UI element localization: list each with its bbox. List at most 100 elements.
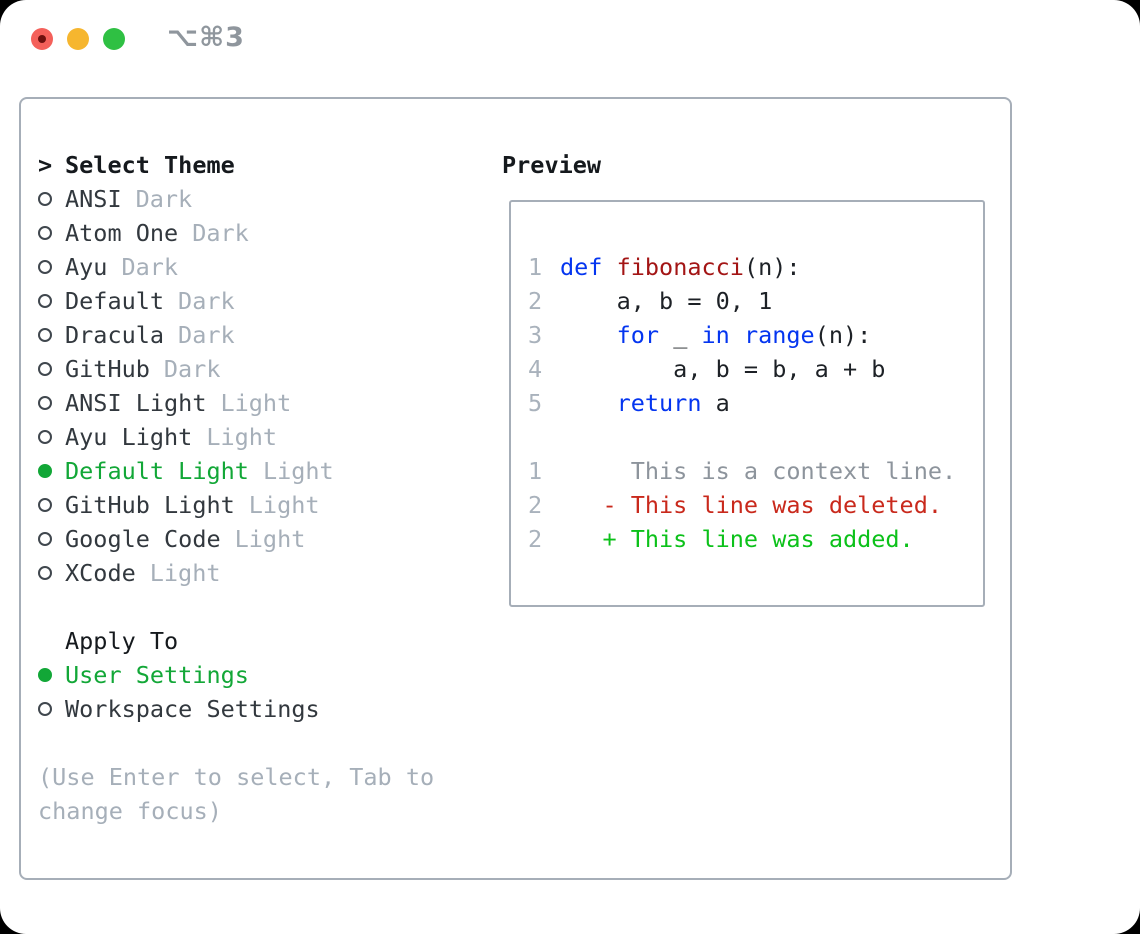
- theme-option-ansi[interactable]: ANSI Dark: [38, 182, 498, 216]
- blank-line: [528, 420, 983, 454]
- code-segment: (n):: [743, 253, 801, 281]
- theme-name-label: Ayu: [65, 253, 108, 281]
- window-shortcut-label: ⌥⌘3: [167, 22, 245, 53]
- close-button[interactable]: [31, 28, 53, 50]
- diff-line: 1 This is a context line.: [528, 454, 983, 488]
- theme-option-google-code[interactable]: Google Code Light: [38, 522, 498, 556]
- radio-icon: [38, 352, 65, 386]
- spacer: [38, 726, 498, 760]
- radio-icon: [38, 216, 65, 250]
- theme-variant-badge: Light: [149, 559, 221, 587]
- close-dot-icon: [38, 35, 46, 43]
- theme-name-label: GitHub Light: [65, 491, 235, 519]
- theme-list-title: Select Theme: [65, 151, 235, 179]
- apply-option-label: Workspace Settings: [65, 695, 320, 723]
- window-titlebar: ⌥⌘3: [0, 0, 1140, 97]
- radio-icon: [38, 692, 65, 726]
- diff-line: 2 + This line was added.: [528, 522, 983, 556]
- radio-icon: [38, 284, 65, 318]
- code-line: 5 return a: [528, 386, 983, 420]
- theme-variant-badge: Dark: [121, 253, 179, 281]
- theme-name-label: Google Code: [65, 525, 221, 553]
- code-segment: This is a context line.: [560, 457, 957, 485]
- theme-variant-badge: Light: [262, 457, 334, 485]
- theme-option-default-light[interactable]: Default Light Light: [38, 454, 498, 488]
- radio-icon: [38, 386, 65, 420]
- theme-variant-badge: Dark: [163, 355, 221, 383]
- theme-option-xcode[interactable]: XCode Light: [38, 556, 498, 590]
- theme-option-default[interactable]: Default Dark: [38, 284, 498, 318]
- radio-icon: [38, 318, 65, 352]
- theme-name-label: Atom One: [65, 219, 179, 247]
- line-number: 5: [528, 389, 543, 417]
- code-segment: [560, 318, 617, 352]
- theme-variant-badge: Dark: [178, 287, 235, 315]
- apply-option-label: User Settings: [65, 661, 249, 689]
- code-segment: a: [701, 389, 730, 417]
- theme-name-label: XCode: [65, 559, 136, 587]
- theme-name-label: Default Light: [65, 457, 249, 485]
- theme-option-atom-one[interactable]: Atom One Dark: [38, 216, 498, 250]
- code-segment: _: [659, 321, 702, 349]
- code-segment: a, b = 0, 1: [560, 287, 773, 315]
- theme-name-label: ANSI: [65, 185, 122, 213]
- line-number: [528, 420, 542, 454]
- theme-list-header-row: > Select Theme: [38, 148, 498, 182]
- spacer: [38, 590, 498, 624]
- theme-option-ayu[interactable]: Ayu Dark: [38, 250, 498, 284]
- radio-icon: [38, 250, 65, 284]
- help-text-line-1: (Use Enter to select, Tab to: [38, 763, 435, 791]
- code-line: 4 a, b = b, a + b: [528, 352, 983, 386]
- theme-option-github-light[interactable]: GitHub Light Light: [38, 488, 498, 522]
- radio-selected-icon: [38, 454, 65, 488]
- code-segment: + This line was added.: [560, 525, 914, 553]
- apply-option-workspace-settings[interactable]: Workspace Settings: [38, 692, 498, 726]
- radio-selected-icon: [38, 658, 65, 692]
- radio-icon: [38, 182, 65, 216]
- code-segment: (n):: [814, 321, 872, 349]
- code-segment: [602, 250, 616, 284]
- theme-option-github[interactable]: GitHub Dark: [38, 352, 498, 386]
- code-segment: for: [616, 321, 660, 349]
- theme-name-label: Ayu Light: [65, 423, 193, 451]
- theme-name-label: Dracula: [65, 321, 165, 349]
- line-number: 2: [528, 525, 543, 553]
- code-segment: [560, 386, 617, 420]
- code-line: 1 def fibonacci(n):: [528, 250, 983, 284]
- code-line: 2 a, b = 0, 1: [528, 284, 983, 318]
- theme-name-label: GitHub: [65, 355, 150, 383]
- theme-variant-badge: Dark: [135, 185, 193, 213]
- theme-variant-badge: Dark: [192, 219, 249, 247]
- line-number: 2: [528, 491, 543, 519]
- selection-prompt-icon: >: [38, 151, 53, 179]
- code-line: 3 for _ in range(n):: [528, 318, 983, 352]
- code-segment: range: [743, 321, 815, 349]
- apply-option-user-settings[interactable]: User Settings: [38, 658, 498, 692]
- help-text-line-2: change focus): [38, 797, 222, 825]
- code-segment: def: [560, 253, 603, 281]
- minimize-button[interactable]: [67, 28, 89, 50]
- code-segment: fibonacci: [616, 253, 744, 281]
- code-segment: a, b = b, a + b: [560, 355, 886, 383]
- line-number: 1: [528, 253, 543, 281]
- code-segment: - This line was deleted.: [560, 491, 943, 519]
- theme-variant-badge: Light: [220, 389, 292, 417]
- radio-icon: [38, 420, 65, 454]
- theme-option-dracula[interactable]: Dracula Dark: [38, 318, 498, 352]
- theme-variant-badge: Dark: [178, 321, 235, 349]
- line-number: 2: [528, 287, 543, 315]
- code-segment: in: [701, 321, 730, 349]
- theme-variant-badge: Light: [248, 491, 320, 519]
- zoom-button[interactable]: [103, 28, 125, 50]
- theme-name-label: Default: [65, 287, 165, 315]
- theme-variant-badge: Light: [234, 525, 306, 553]
- line-number: 3: [528, 321, 543, 349]
